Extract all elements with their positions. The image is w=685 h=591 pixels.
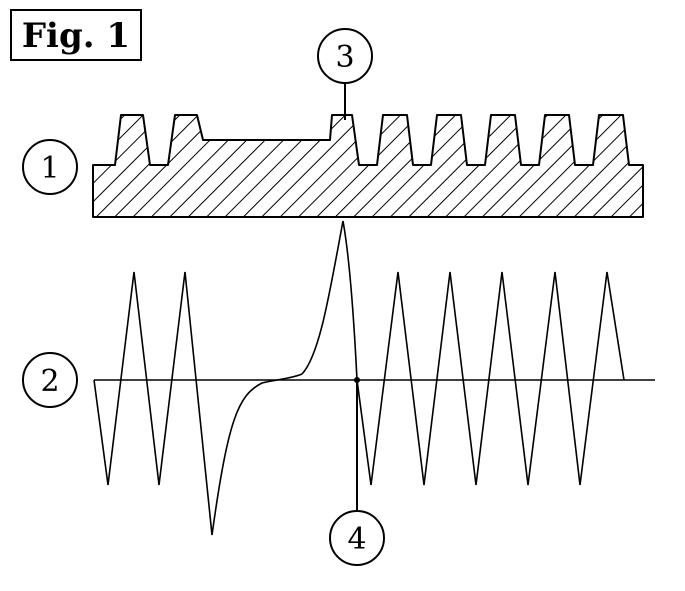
callout-1-label: 1 [40, 151, 59, 186]
title-frame [10, 9, 142, 61]
title-text: Fig. 1 [22, 16, 130, 56]
callout-3-label: 3 [335, 40, 354, 75]
callout-1: 1 [22, 139, 78, 195]
callout-4: 4 [329, 510, 385, 566]
callout-4-circle [329, 510, 385, 566]
callout-2-circle [22, 352, 78, 408]
callout-3: 3 [317, 28, 373, 84]
callout-4-label: 4 [347, 522, 366, 557]
callout-2: 2 [22, 352, 78, 408]
callout-3-circle [317, 28, 373, 84]
toothed-rack-section [92, 114, 644, 218]
callout-2-label: 2 [40, 364, 59, 399]
figure-title: Fig. 1 [10, 9, 142, 61]
callout-1-circle [22, 139, 78, 195]
